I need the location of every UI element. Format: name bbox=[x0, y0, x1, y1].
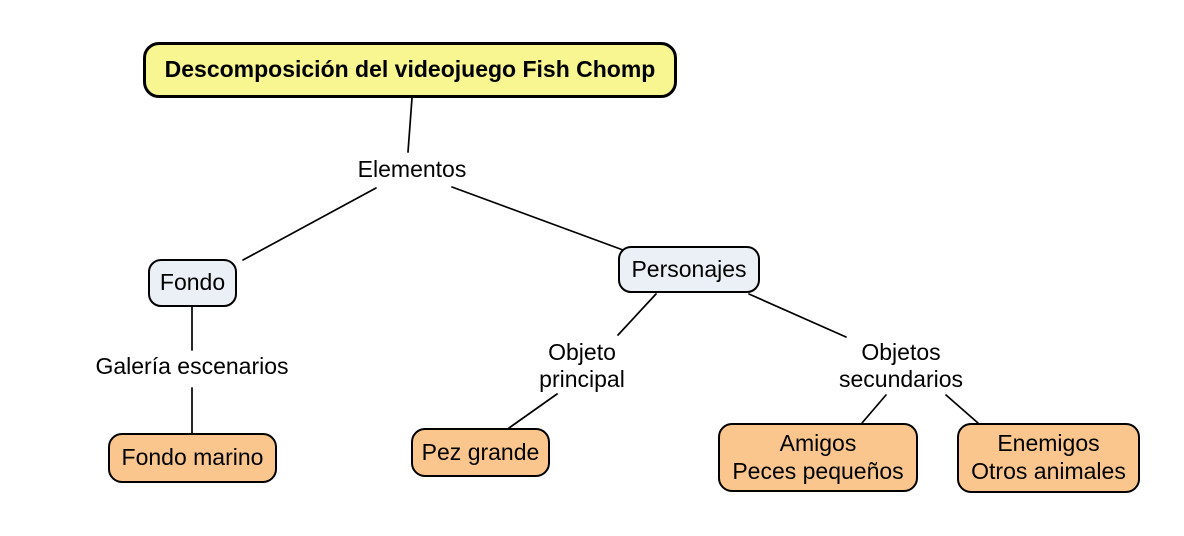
node-pez-grande[interactable]: Pez grande bbox=[411, 428, 550, 477]
node-personajes[interactable]: Personajes bbox=[618, 246, 760, 293]
node-fondo-marino[interactable]: Fondo marino bbox=[108, 433, 277, 483]
node-enemigos-otros-animales[interactable]: Enemigos Otros animales bbox=[957, 423, 1140, 493]
node-fondo[interactable]: Fondo bbox=[148, 259, 237, 307]
edge-root-elementos bbox=[407, 97, 413, 153]
node-root-title[interactable]: Descomposición del videojuego Fish Chomp bbox=[143, 42, 677, 98]
edge-objetossecundarios-enemigos bbox=[945, 394, 979, 424]
edge-elementos-personajes bbox=[451, 186, 624, 251]
edge-objetossecundarios-amigos bbox=[861, 394, 887, 424]
link-label-galeria-escenarios[interactable]: Galería escenarios bbox=[95, 353, 289, 379]
node-amigos-peces-pequenos[interactable]: Amigos Peces pequeños bbox=[718, 423, 918, 492]
edge-elementos-fondo bbox=[242, 187, 377, 261]
edge-objetoprincipal-pezgrande bbox=[508, 393, 558, 429]
link-label-objetos-secundarios[interactable]: Objetos secundarios bbox=[838, 339, 964, 393]
edge-personajes-objetossecundarios bbox=[748, 293, 847, 338]
edge-personajes-objetoprincipal bbox=[617, 293, 657, 336]
link-label-elementos[interactable]: Elementos bbox=[357, 156, 467, 182]
link-label-objeto-principal[interactable]: Objeto principal bbox=[539, 339, 625, 393]
